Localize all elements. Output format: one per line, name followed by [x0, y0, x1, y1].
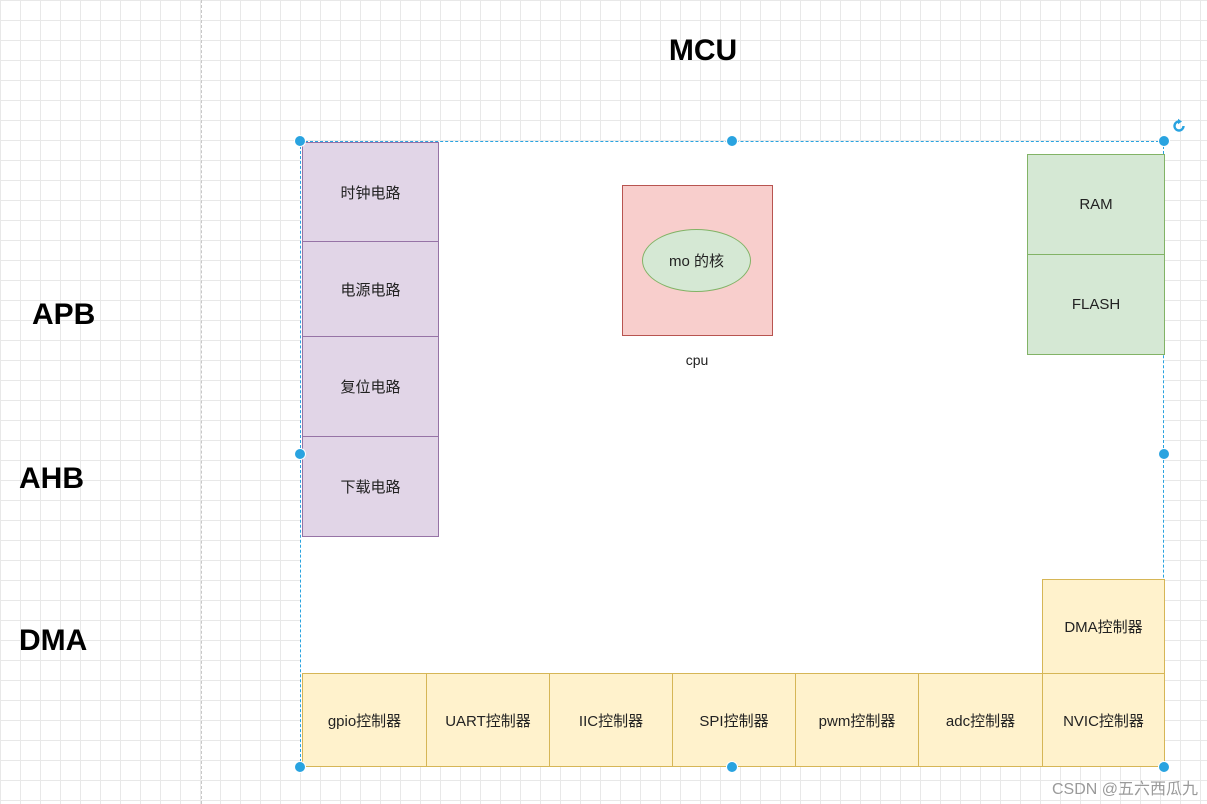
resize-handle-middle-left[interactable]: [294, 448, 306, 460]
resize-handle-top-right[interactable]: [1158, 135, 1170, 147]
download-circuit-label: 下载电路: [340, 479, 401, 496]
pwm-controller-label: pwm控制器: [818, 712, 896, 730]
uart-controller-box[interactable]: UART控制器: [426, 673, 550, 767]
clock-circuit-box[interactable]: 时钟电路: [302, 142, 439, 242]
ahb-label: AHB: [19, 462, 84, 495]
cpu-label: cpu: [685, 352, 709, 368]
diagram-title: MCU: [668, 34, 738, 67]
power-circuit-box[interactable]: 电源电路: [302, 241, 439, 337]
iic-controller-label: IIC控制器: [578, 712, 644, 730]
download-circuit-box[interactable]: 下载电路: [302, 436, 439, 537]
power-circuit-label: 电源电路: [340, 281, 401, 299]
adc-controller-label: adc控制器: [945, 712, 1016, 730]
spi-controller-box[interactable]: SPI控制器: [672, 673, 796, 767]
watermark: CSDN @五六西瓜九: [1051, 781, 1198, 798]
adc-controller-box[interactable]: adc控制器: [918, 673, 1043, 767]
core-label: mo 的核: [668, 253, 724, 270]
uart-controller-label: UART控制器: [445, 712, 531, 730]
dma-controller-box[interactable]: DMA控制器: [1042, 579, 1165, 674]
core-ellipse[interactable]: mo 的核: [642, 229, 751, 292]
resize-handle-middle-right[interactable]: [1158, 448, 1170, 460]
resize-handle-top-left[interactable]: [294, 135, 306, 147]
clock-circuit-label: 时钟电路: [340, 184, 401, 202]
flash-label: FLASH: [1071, 296, 1121, 313]
resize-handle-top-center[interactable]: [726, 135, 738, 147]
nvic-controller-label: NVIC控制器: [1063, 712, 1144, 730]
ram-label: RAM: [1079, 196, 1113, 213]
pwm-controller-box[interactable]: pwm控制器: [795, 673, 919, 767]
apb-label: APB: [32, 298, 96, 331]
dma-controller-label: DMA控制器: [1064, 619, 1143, 636]
reset-circuit-label: 复位电路: [340, 379, 401, 396]
reset-circuit-box[interactable]: 复位电路: [302, 336, 439, 437]
flash-box[interactable]: FLASH: [1027, 254, 1165, 355]
resize-handle-bottom-right[interactable]: [1158, 761, 1170, 773]
rotate-icon[interactable]: [1171, 118, 1187, 134]
spi-controller-label: SPI控制器: [699, 712, 769, 730]
resize-handle-bottom-left[interactable]: [294, 761, 306, 773]
ram-box[interactable]: RAM: [1027, 154, 1165, 255]
gpio-controller-box[interactable]: gpio控制器: [302, 673, 427, 767]
resize-handle-bottom-center[interactable]: [726, 761, 738, 773]
nvic-controller-box[interactable]: NVIC控制器: [1042, 673, 1165, 767]
gpio-controller-label: gpio控制器: [327, 712, 402, 730]
dashed-divider: [201, 0, 202, 804]
iic-controller-box[interactable]: IIC控制器: [549, 673, 673, 767]
dma-label: DMA: [19, 624, 88, 657]
